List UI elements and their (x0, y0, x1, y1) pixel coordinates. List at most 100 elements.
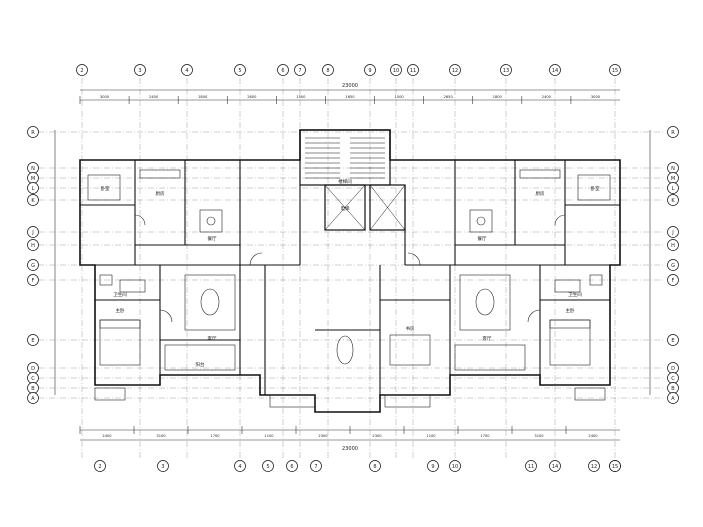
dim-text-top: 2400 (542, 95, 552, 99)
axis-label: 11 (528, 464, 534, 470)
dim-text-top: 1500 (395, 95, 405, 99)
axis-label: 11 (410, 68, 416, 74)
axis-bubble-bottom: 15 (609, 460, 621, 472)
axis-bubbles: 2345678910111213141523456789101112131415… (27, 64, 679, 472)
furniture-symbols (87, 169, 611, 408)
axis-bubble-right: J (667, 226, 679, 238)
axis-label: D (31, 366, 35, 372)
axis-label: R (671, 130, 675, 136)
axis-label: 15 (612, 464, 618, 470)
axis-label: E (671, 338, 674, 344)
axis-bubble-right: K (667, 194, 679, 206)
room-label: 卫生间 (113, 291, 127, 298)
axis-bubble-bottom: 3 (157, 460, 169, 472)
axis-label: 7 (314, 464, 317, 470)
ac-platform-center-e (384, 394, 431, 408)
axis-label: 8 (326, 68, 329, 74)
kitchen-counter-east (519, 169, 561, 179)
axis-label: D (671, 366, 675, 372)
dim-text-bottom: 1100 (264, 434, 274, 438)
axis-bubble-top: 10 (390, 64, 402, 76)
axis-bubble-left: N (27, 162, 39, 174)
door-swing-5 (134, 214, 146, 226)
axis-bubble-left: E (27, 334, 39, 346)
ac-platform-west (94, 387, 126, 401)
axis-bubble-top: 4 (181, 64, 193, 76)
axis-label: 15 (612, 68, 618, 74)
dim-text-bottom: 1100 (426, 434, 436, 438)
room-label: 卫生间 (568, 291, 582, 298)
axis-label: N (671, 166, 675, 172)
axis-label: 14 (552, 464, 558, 470)
axis-bubble-bottom: 14 (549, 460, 561, 472)
axis-bubble-bottom: 12 (588, 460, 600, 472)
axis-bubble-right: M (667, 172, 679, 184)
kitchen-counter-west (139, 169, 181, 179)
room-label: 餐厅 (478, 235, 487, 242)
dim-text-top: 2600 (247, 95, 257, 99)
axis-label: J (671, 230, 673, 236)
axis-bubble-left: G (27, 259, 39, 271)
axis-label: 12 (591, 464, 597, 470)
toilet-west (99, 274, 113, 286)
bathtub-west (119, 279, 146, 293)
axis-bubble-left: K (27, 194, 39, 206)
axis-bubble-right: R (667, 126, 679, 138)
dim-text-bottom: 2300 (318, 434, 328, 438)
ac-platform-east (574, 387, 606, 401)
axis-bubble-bottom: 10 (449, 460, 461, 472)
overall-dim-bottom: 23000 (342, 446, 358, 452)
coffee-table-west (200, 288, 220, 316)
axis-bubble-top: 6 (277, 64, 289, 76)
dim-text-top: 1650 (345, 95, 355, 99)
lift2-cross-b (369, 184, 406, 231)
axis-bubble-left: M (27, 172, 39, 184)
room-label: 主卧 (566, 307, 575, 314)
axis-label: E (31, 338, 34, 344)
axis-bubble-left: B (27, 382, 39, 394)
bed-master-west (99, 319, 141, 366)
axis-label: M (671, 176, 675, 182)
room-label: 厨房 (156, 190, 165, 197)
axis-label: 6 (290, 464, 293, 470)
axis-label: 14 (552, 68, 558, 74)
bed-master-east (549, 319, 591, 366)
dim-text-bottom: 1700 (480, 434, 490, 438)
door-swing-6 (554, 214, 566, 226)
lift-cross-b (324, 184, 366, 231)
axis-bubble-top: 13 (500, 64, 512, 76)
axis-bubble-right: F (667, 274, 679, 286)
axis-label: K (671, 198, 675, 204)
sofa-set-west (184, 274, 236, 331)
room-label: 卧室 (101, 185, 110, 192)
axis-bubble-bottom: 2 (94, 460, 106, 472)
bed-nw (87, 174, 121, 201)
axis-label: R (31, 130, 35, 136)
room-label: 主卧 (116, 307, 125, 314)
stair-treads (305, 137, 385, 179)
axis-label: A (31, 396, 35, 402)
axis-bubble-right: B (667, 382, 679, 394)
axis-bubble-top: 3 (134, 64, 146, 76)
axis-label: J (31, 230, 33, 236)
lift-shaft-1 (324, 184, 366, 231)
room-label: 卧室 (591, 185, 600, 192)
axis-label: F (32, 278, 35, 284)
axis-bubble-top: 2 (76, 64, 88, 76)
axis-bubble-right: A (667, 392, 679, 404)
balcony-east (454, 344, 526, 371)
axis-bubble-left: D (27, 362, 39, 374)
dim-text-bottom: 2400 (102, 434, 112, 438)
axis-label: 4 (238, 464, 241, 470)
axis-grid-lines (38, 78, 665, 460)
coffee-table-east (475, 288, 495, 316)
dining-mark-west (206, 216, 216, 226)
oval-table-center (336, 335, 354, 365)
axis-bubble-left: J (27, 226, 39, 238)
toilet-east (589, 274, 603, 286)
axis-bubble-left: R (27, 126, 39, 138)
axis-label: 3 (161, 464, 164, 470)
axis-label: L (32, 186, 35, 192)
